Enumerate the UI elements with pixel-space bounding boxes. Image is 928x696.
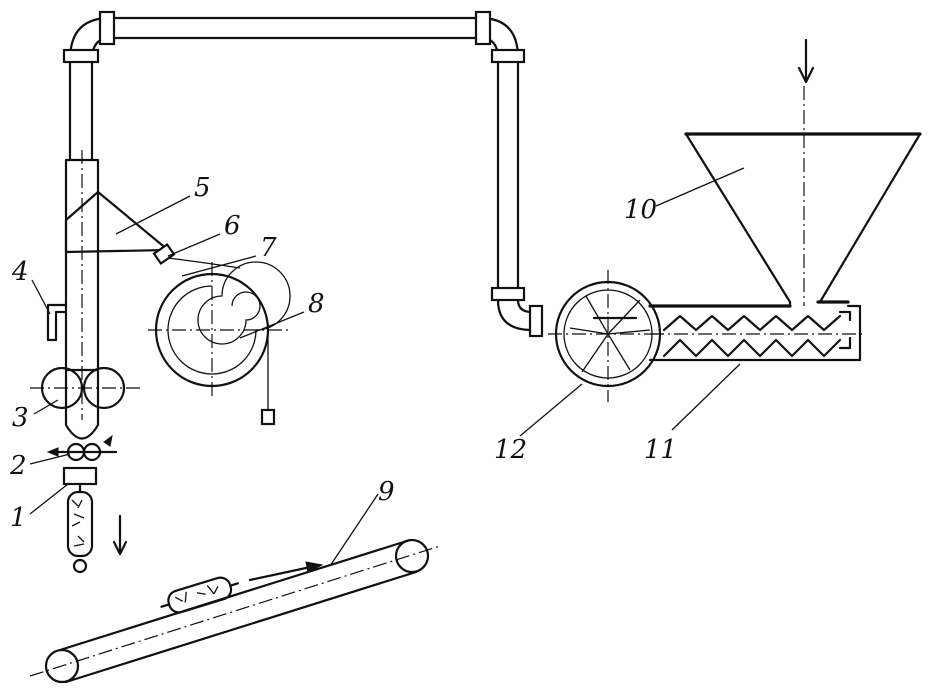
labels: 1 2 3 4 5 6 7 8 9 10 11 12 (9, 173, 677, 533)
label-9: 9 (378, 477, 395, 507)
rotary-pump-12 (548, 270, 668, 402)
clipper-1 (62, 466, 98, 486)
label-2: 2 (9, 451, 27, 481)
label-6: 6 (224, 211, 241, 241)
filling-column (64, 150, 100, 440)
side-tray (46, 303, 68, 342)
leader-lines (29, 167, 745, 567)
conveyor-9 (29, 538, 441, 684)
screw-conveyor-11 (648, 304, 866, 362)
pipeline (62, 10, 544, 338)
label-5: 5 (194, 173, 211, 203)
label-12: 12 (494, 435, 527, 465)
label-1: 1 (10, 503, 27, 533)
label-3: 3 (12, 403, 29, 433)
casing-5 (64, 190, 170, 254)
label-8: 8 (308, 289, 325, 319)
label-4: 4 (11, 257, 29, 287)
label-10: 10 (624, 195, 657, 225)
casing-reel-8 (148, 257, 291, 426)
rollers-3 (30, 366, 140, 410)
label-7: 7 (260, 233, 277, 263)
sausage-hanging (66, 482, 128, 574)
cutter-6 (152, 242, 176, 266)
label-11: 11 (644, 435, 677, 465)
hopper-10 (684, 38, 922, 308)
twister-2 (46, 434, 118, 462)
